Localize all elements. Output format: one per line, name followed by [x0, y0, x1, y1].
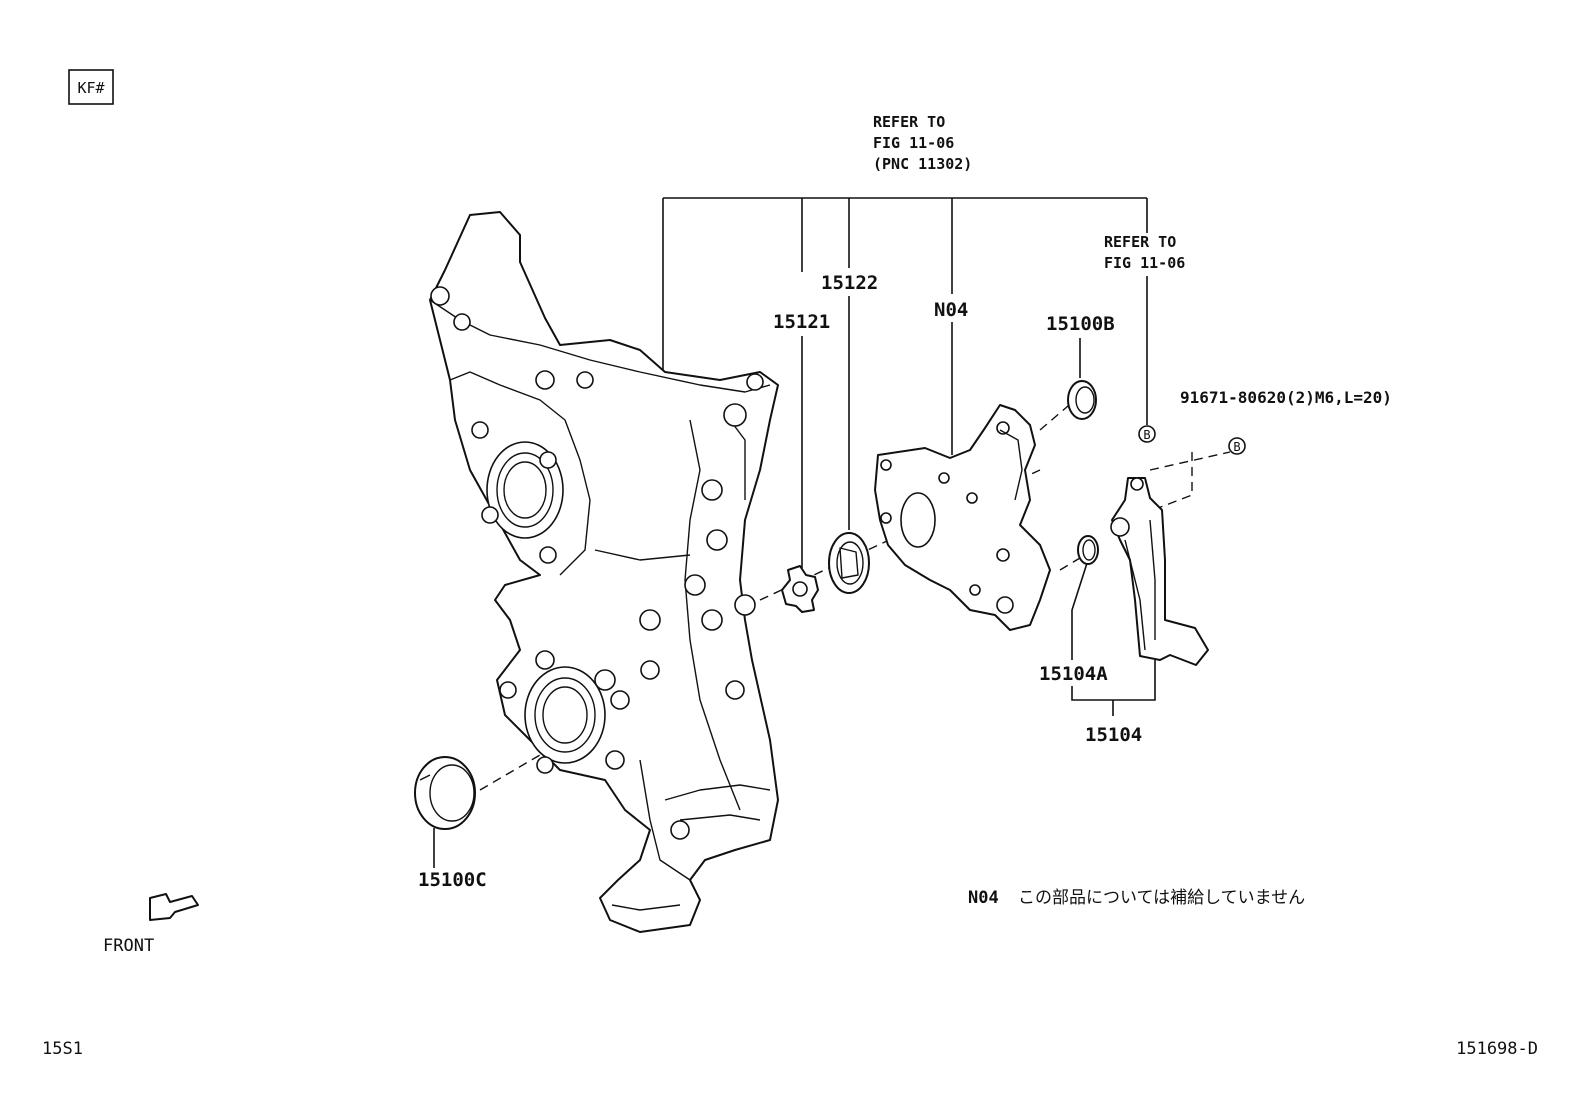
refer-2-line-1: REFER TO — [1104, 233, 1176, 251]
outer-rotor-15122 — [828, 532, 870, 594]
marker-b-2: B — [1228, 437, 1246, 455]
note-text: この部品については補給していません — [1018, 888, 1305, 908]
marker-b-1: B — [1138, 425, 1156, 443]
code-box: KF# — [68, 69, 114, 105]
code-box-label: KF# — [77, 79, 104, 97]
svg-text:B: B — [1143, 428, 1150, 442]
timing-chain-cover — [429, 211, 779, 933]
front-arrow-icon — [149, 893, 199, 921]
label-bolt: 91671-80620(2)M6,L=20) — [1180, 388, 1392, 407]
refer-1-line-2: FIG 11-06 — [873, 134, 954, 152]
footer-right-code: 151698-D — [1456, 1039, 1538, 1059]
footer-left-code: 15S1 — [42, 1039, 83, 1059]
label-15100c: 15100C — [418, 869, 487, 891]
oil-seal-15100b — [1067, 380, 1097, 420]
refer-2-line-2: FIG 11-06 — [1104, 254, 1185, 272]
oil-pump-cover-n04 — [874, 404, 1051, 631]
leader-15104a — [1071, 559, 1089, 660]
label-15121: 15121 — [773, 311, 830, 333]
label-15100b: 15100B — [1046, 313, 1115, 335]
o-ring-15104a — [1077, 535, 1099, 565]
refer-bracket — [662, 197, 1148, 568]
oil-seal-15100c — [414, 756, 476, 830]
oil-strainer-15104 — [1110, 477, 1209, 666]
inner-rotor-15121 — [781, 565, 819, 613]
label-15104: 15104 — [1085, 724, 1142, 746]
label-15104a: 15104A — [1039, 663, 1108, 685]
refer-1-line-3: (PNC 11302) — [873, 155, 972, 173]
front-label: FRONT — [103, 936, 154, 956]
svg-text:B: B — [1233, 440, 1240, 454]
refer-1-line-1: REFER TO — [873, 113, 945, 131]
label-n04: N04 — [934, 299, 968, 321]
note-code: N04 — [968, 888, 999, 908]
label-15122: 15122 — [821, 272, 878, 294]
